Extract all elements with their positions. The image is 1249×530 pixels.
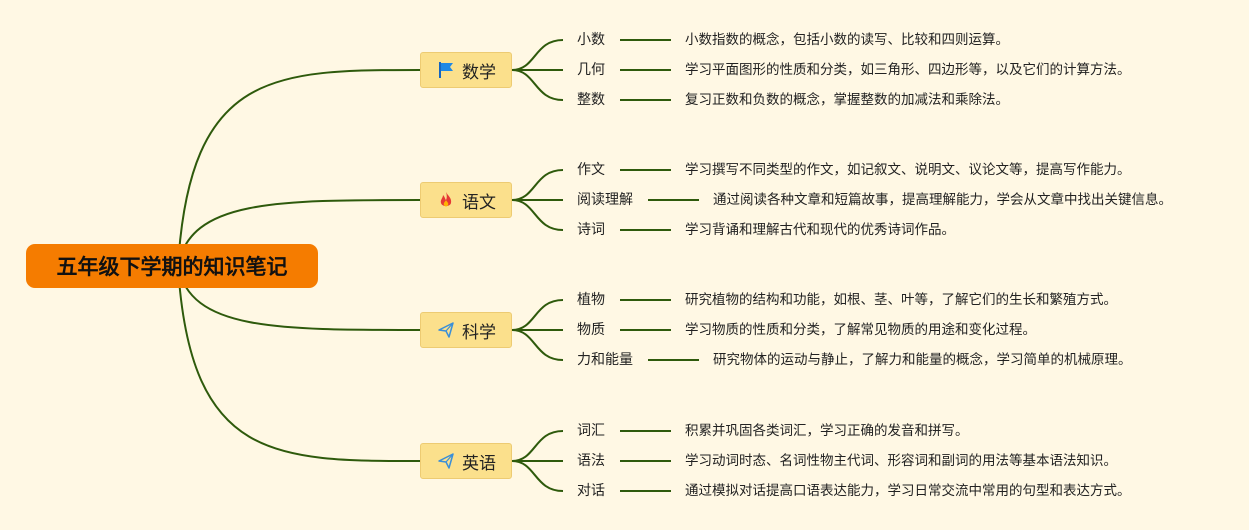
root-branch-connector: [177, 69, 421, 267]
subtopic-note[interactable]: 研究物体的运动与静止，了解力和能量的概念，学习简单的机械原理。: [713, 352, 1132, 368]
branch-topic[interactable]: 数学: [420, 52, 512, 88]
subtopic-label[interactable]: 语法: [577, 453, 605, 469]
subtopic-label[interactable]: 力和能量: [577, 352, 633, 368]
subtopic-label[interactable]: 阅读理解: [577, 192, 633, 208]
flag-icon: [436, 60, 456, 80]
branch-leaf-connector: [511, 39, 564, 71]
subtopic-label[interactable]: 整数: [577, 92, 605, 108]
branch-topic[interactable]: 英语: [420, 443, 512, 479]
fire-icon: [436, 190, 456, 210]
root-branch-connector: [177, 265, 421, 462]
branch-leaf-connector: [511, 460, 564, 492]
paper-plane-icon: [436, 451, 456, 471]
branch-label: 英语: [462, 453, 496, 474]
branch-leaf-connector: [511, 430, 564, 462]
subtopic-note[interactable]: 学习平面图形的性质和分类，如三角形、四边形等，以及它们的计算方法。: [685, 62, 1131, 78]
subtopic-label[interactable]: 小数: [577, 32, 605, 48]
subtopic-note[interactable]: 学习撰写不同类型的作文，如记叙文、说明文、议论文等，提高写作能力。: [685, 162, 1131, 178]
subtopic-note[interactable]: 积累并巩固各类词汇，学习正确的发音和拼写。: [685, 423, 969, 439]
branch-label: 数学: [462, 62, 496, 83]
branch-leaf-connector: [511, 199, 564, 231]
subtopic-note[interactable]: 学习物质的性质和分类，了解常见物质的用途和变化过程。: [685, 322, 1036, 338]
subtopic-note[interactable]: 小数指数的概念，包括小数的读写、比较和四则运算。: [685, 32, 1009, 48]
subtopic-note[interactable]: 学习动词时态、名词性物主代词、形容词和副词的用法等基本语法知识。: [685, 453, 1117, 469]
branch-leaf-connector: [511, 329, 564, 361]
subtopic-label[interactable]: 植物: [577, 292, 605, 308]
subtopic-note[interactable]: 学习背诵和理解古代和现代的优秀诗词作品。: [685, 222, 955, 238]
root-topic[interactable]: 五年级下学期的知识笔记: [26, 244, 318, 288]
paper-plane-icon: [436, 320, 456, 340]
branch-label: 语文: [462, 192, 496, 213]
subtopic-note[interactable]: 复习正数和负数的概念，掌握整数的加减法和乘除法。: [685, 92, 1009, 108]
subtopic-label[interactable]: 几何: [577, 62, 605, 78]
subtopic-label[interactable]: 诗词: [577, 222, 605, 238]
branch-leaf-connector: [511, 169, 564, 201]
root-branch-connector: [177, 199, 421, 267]
branch-label: 科学: [462, 322, 496, 343]
subtopic-note[interactable]: 通过阅读各种文章和短篇故事，提高理解能力，学会从文章中找出关键信息。: [713, 192, 1172, 208]
branch-topic[interactable]: 语文: [420, 182, 512, 218]
branch-leaf-connector: [511, 69, 564, 101]
subtopic-label[interactable]: 物质: [577, 322, 605, 338]
branch-topic[interactable]: 科学: [420, 312, 512, 348]
subtopic-label[interactable]: 作文: [577, 162, 605, 178]
subtopic-note[interactable]: 通过模拟对话提高口语表达能力，学习日常交流中常用的句型和表达方式。: [685, 483, 1131, 499]
subtopic-label[interactable]: 词汇: [577, 423, 605, 439]
subtopic-note[interactable]: 研究植物的结构和功能，如根、茎、叶等，了解它们的生长和繁殖方式。: [685, 292, 1117, 308]
branch-leaf-connector: [511, 299, 564, 331]
subtopic-label[interactable]: 对话: [577, 483, 605, 499]
